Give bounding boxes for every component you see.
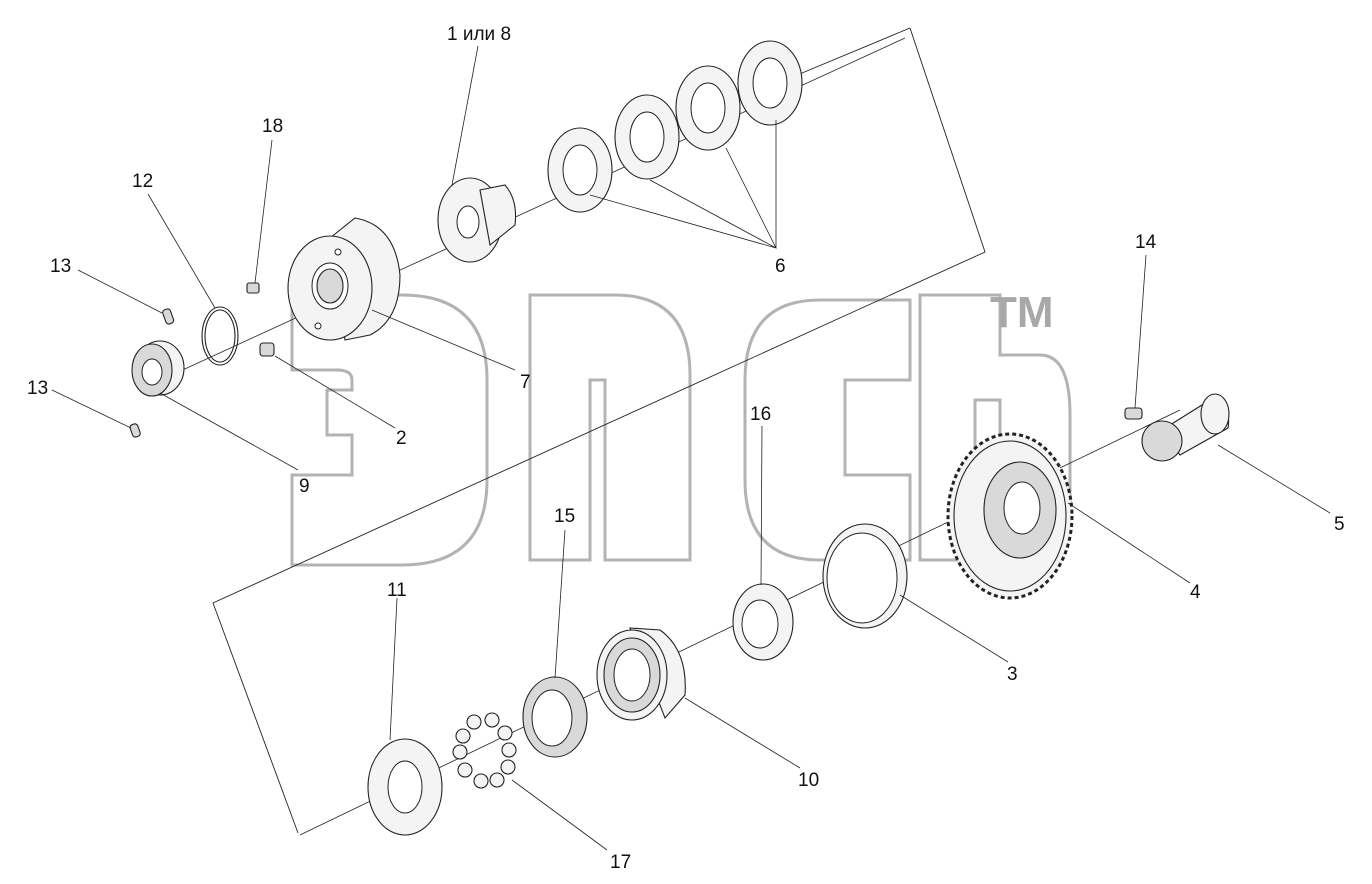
- part-6-shims: [547, 40, 803, 213]
- callout-9: 9: [299, 476, 310, 497]
- callout-2: 2: [396, 428, 407, 449]
- callout-7: 7: [520, 372, 531, 393]
- callout-15: 15: [554, 506, 575, 527]
- part-3-ring: [822, 523, 908, 629]
- callout-1-or-8: 1 или 8: [447, 24, 511, 45]
- callout-5: 5: [1334, 514, 1345, 535]
- callout-11: 11: [387, 580, 407, 601]
- part-1-or-8-flanged-bushing: [437, 177, 517, 263]
- part-13-pin-bottom: [129, 423, 141, 438]
- callout-14: 14: [1135, 232, 1157, 253]
- callout-4: 4: [1190, 582, 1201, 603]
- part-11-washer: [367, 738, 443, 836]
- watermark-trademark: TM: [990, 288, 1054, 337]
- part-17-balls: [452, 712, 517, 789]
- part-12-retaining-ring: [201, 306, 239, 366]
- part-18-fitting: [246, 282, 260, 294]
- callout-13-top: 13: [50, 256, 71, 277]
- callout-12: 12: [132, 171, 153, 192]
- part-13-pin-top: [162, 308, 175, 325]
- part-2-plug: [259, 342, 275, 357]
- part-9-nut: [131, 340, 185, 397]
- part-15-seal: [522, 676, 588, 758]
- callout-16: 16: [750, 404, 771, 425]
- callout-6: 6: [775, 256, 786, 277]
- callout-13-bottom: 13: [27, 378, 48, 399]
- part-10-bearing: [596, 627, 686, 721]
- part-16-bearing-race: [732, 583, 794, 661]
- part-14-pin: [1124, 407, 1143, 420]
- callout-17: 17: [610, 852, 631, 873]
- part-7-housing: [287, 217, 401, 341]
- callout-10: 10: [798, 770, 819, 791]
- assembly-frame: [212, 27, 986, 834]
- leader-lines: [51, 45, 1331, 851]
- callout-labels: 1 или 8 2 3 4 5 6 7 9 10 11 12 13 13 14 …: [27, 24, 1345, 873]
- part-4-sprocket: [946, 432, 1074, 600]
- callout-18: 18: [262, 116, 283, 137]
- callout-3: 3: [1007, 664, 1018, 685]
- part-5-splined-shaft: [1141, 393, 1230, 462]
